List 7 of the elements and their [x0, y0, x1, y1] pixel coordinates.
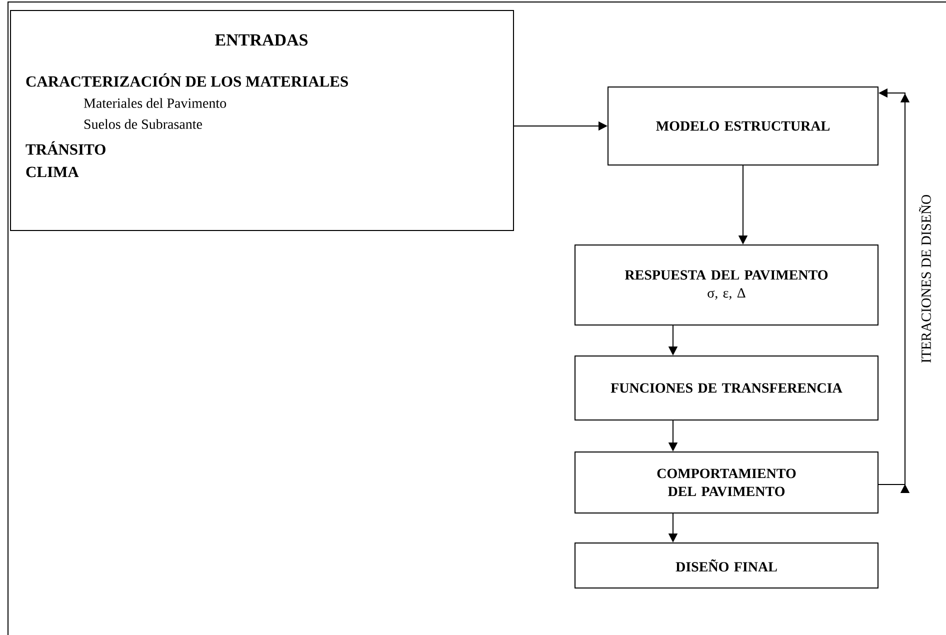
- process-box: RESPUESTA DEL PAVIMENTO σ, ε, Δ: [574, 244, 878, 326]
- process-box: MODELO ESTRUCTURAL: [608, 86, 878, 166]
- process-box: COMPORTAMIENTO DEL PAVIMENTO: [574, 452, 878, 514]
- input-box: ENTRADAS CARACTERIZACIÓN DE LOS MATERIALES Materiales del Pavimento Suelos de Subrasante TRÁNSITO CLIMA: [10, 10, 514, 231]
- edge-label: ITERACIONES DE DISEÑO: [918, 193, 932, 364]
- process-box: FUNCIONES DE TRANSFERENCIA: [574, 356, 878, 420]
- process-box: DISEÑO FINAL: [574, 542, 878, 588]
